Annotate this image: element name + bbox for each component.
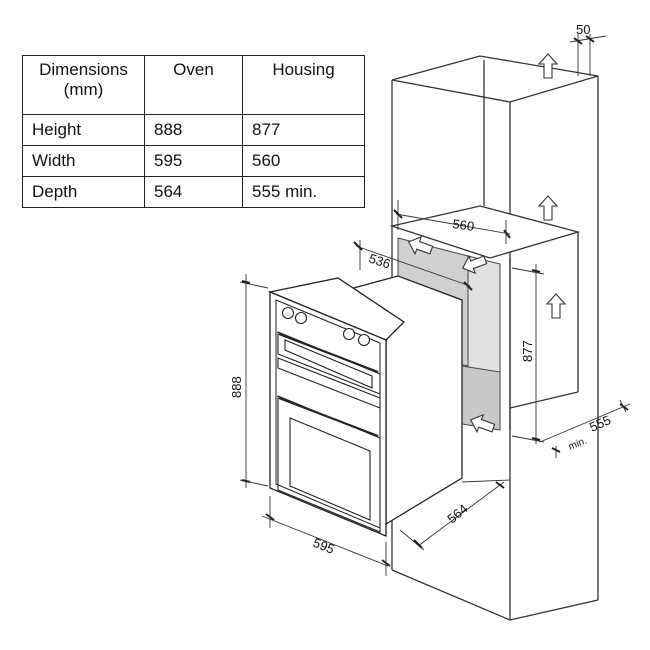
upper-oven-door [277, 331, 381, 409]
header-oven-cell: Oven [144, 55, 243, 115]
dimensions-table: Dimensions (mm) Oven Housing Height 888 … [22, 55, 365, 208]
control-panel [281, 306, 371, 347]
header-housing-cell: Housing [242, 55, 365, 115]
arrow-icon [407, 235, 434, 256]
table-row: Depth 564 555 min. [22, 176, 365, 208]
dim-label-top-offset: 50 [576, 22, 590, 37]
oven-width-value: 595 [144, 145, 243, 177]
table-row: Height 888 877 [22, 114, 365, 146]
lower-oven-door [277, 395, 381, 533]
control-knob-3 [342, 327, 356, 341]
header-unit-label: (mm) [63, 80, 104, 99]
row-label-depth: Depth [22, 176, 145, 208]
arrow-icon [546, 293, 566, 319]
dim-label-housing-height: 877 [520, 340, 535, 362]
arrow-icon [469, 413, 496, 434]
oven-depth-value: 564 [144, 176, 243, 208]
dimension-ticks [241, 35, 629, 567]
control-knob-4 [357, 333, 371, 347]
airflow-arrows [407, 53, 566, 434]
dim-label-housing-width: 560 [452, 216, 476, 234]
header-housing-label: Housing [272, 60, 335, 79]
header-dimensions-label: Dimensions [39, 60, 128, 79]
dimension-lines [239, 34, 631, 576]
dim-label-oven-height: 888 [229, 376, 244, 398]
control-knob-1 [281, 306, 295, 320]
arrow-icon [461, 254, 488, 275]
housing-depth-value: 555 min. [242, 176, 365, 208]
row-label-width: Width [22, 145, 145, 177]
header-dimensions-cell: Dimensions (mm) [22, 55, 145, 115]
dim-label-housing-depth: 555 [587, 412, 613, 435]
dim-label-inner-depth: 536 [367, 251, 392, 272]
arrow-icon [538, 195, 558, 221]
dim-label-oven-depth: 564 [444, 501, 470, 526]
row-label-height: Height [22, 114, 145, 146]
table-header-row: Dimensions (mm) Oven Housing [22, 55, 365, 115]
control-knob-2 [294, 311, 308, 325]
header-oven-label: Oven [173, 60, 214, 79]
dim-label-housing-depth-prefix: min. [567, 436, 589, 453]
dim-label-oven-width: 595 [311, 535, 337, 557]
